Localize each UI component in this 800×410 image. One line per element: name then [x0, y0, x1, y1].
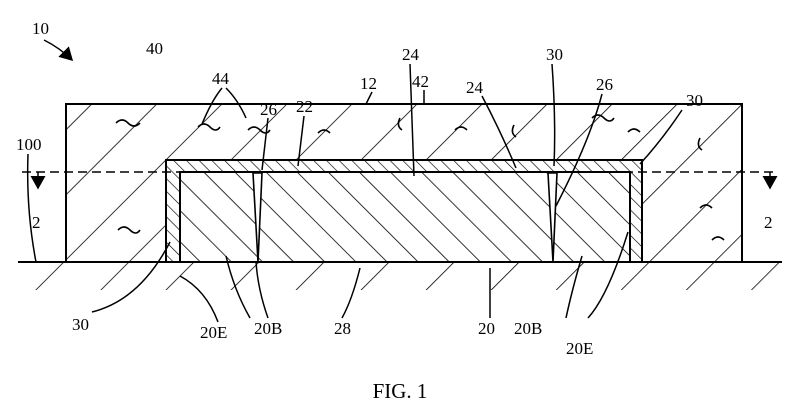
label-26-right: 26: [596, 75, 613, 94]
reference-labels: 10 40 44 26 22 24 42 12 24 30 26 30 100 …: [16, 19, 773, 358]
label-100: 100: [16, 135, 42, 154]
label-20: 20: [478, 319, 495, 338]
label-26-left: 26: [260, 100, 277, 119]
label-20B-right: 20B: [514, 319, 542, 338]
label-28: 28: [334, 319, 351, 338]
label-30-top: 30: [546, 45, 563, 64]
label-24-right: 24: [466, 78, 484, 97]
label-40: 40: [146, 39, 163, 58]
label-20E-right: 20E: [566, 339, 593, 358]
die-20: [179, 171, 631, 263]
section-line-100: [22, 171, 778, 190]
label-24-top: 24: [402, 45, 420, 64]
substrate: [0, 263, 800, 304]
label-12: 12: [360, 74, 377, 93]
label-20B-left: 20B: [254, 319, 282, 338]
label-44: 44: [212, 69, 230, 88]
label-20E-left: 20E: [200, 323, 227, 342]
label-2-left: 2: [32, 213, 41, 232]
label-10: 10: [32, 19, 49, 38]
label-30-bottom: 30: [72, 315, 89, 334]
label-30-right: 30: [686, 91, 703, 110]
label-2-right: 2: [764, 213, 773, 232]
filler-particles-44: [115, 114, 725, 241]
figure-caption: FIG. 1: [373, 379, 428, 403]
label-42: 42: [412, 72, 429, 91]
label-22: 22: [296, 97, 313, 116]
leader-lines: [26, 39, 683, 323]
